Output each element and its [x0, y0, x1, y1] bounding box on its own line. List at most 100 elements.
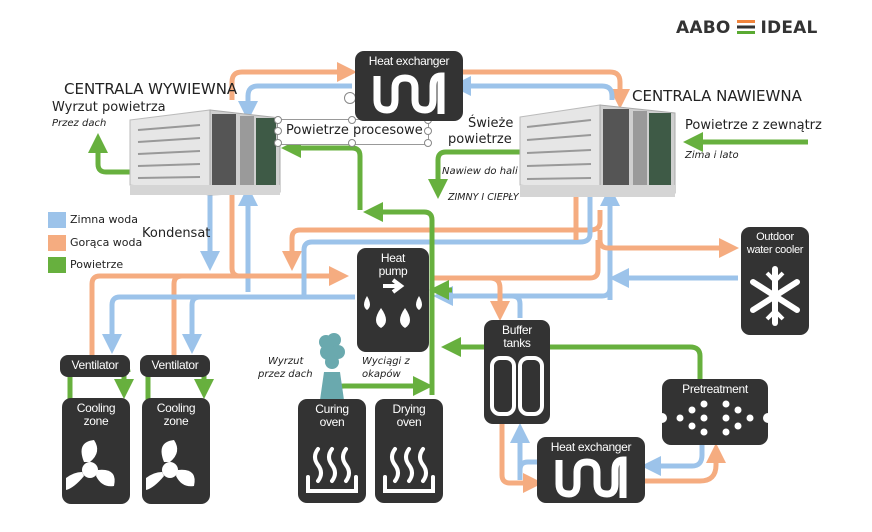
legend-air: Powietrze	[48, 257, 123, 273]
tanks-icon	[490, 356, 544, 416]
heat-exchange-icon	[373, 72, 445, 114]
heat-pump-label-2: pump	[378, 264, 408, 278]
cooler-label-1: Outdoor	[756, 231, 794, 243]
hall-supply-label: Nawiew do hali	[442, 166, 518, 177]
air-green-main	[363, 202, 435, 395]
curing-oven[interactable]: Curing oven	[298, 399, 366, 503]
heat-waves-icon	[306, 447, 358, 493]
heat-exchanger-bottom-label: Heat exchanger	[550, 440, 632, 454]
cold-pretreat-to-hx	[641, 445, 705, 476]
outdoor-air-label: Powietrze z zewnątrz	[685, 118, 822, 133]
roof-exhaust-label-2: przez dach	[258, 369, 313, 380]
buffer-tanks-label-2: tanks	[503, 336, 531, 350]
ventilator-1-label: Ventilator	[71, 358, 119, 372]
resize-handle[interactable]	[348, 116, 356, 124]
winter-summer-label: Zima i lato	[685, 150, 739, 161]
hot-to-cooler	[597, 230, 739, 258]
hot-to-vent-2	[171, 273, 183, 355]
cold-to-vent-2	[182, 294, 202, 354]
heat-exchanger-top-label: Heat exchanger	[368, 54, 450, 68]
logo-text-right: IDEAL	[760, 18, 818, 38]
fan-icon	[66, 440, 115, 490]
condensate-label: Kondensat	[142, 226, 211, 241]
curing-oven-label-2: oven	[319, 415, 345, 429]
exhaust-unit-title: CENTRALA WYWIEWNA	[64, 80, 238, 98]
through-roof-label: Przez dach	[52, 118, 107, 129]
curing-oven-label-1: Curing	[315, 402, 349, 416]
ventilator-2[interactable]: Ventilator	[140, 355, 210, 377]
pretreatment[interactable]: Pretreatment	[657, 379, 773, 445]
filter-dots-icon	[657, 400, 773, 436]
legend-swatch	[48, 257, 66, 273]
legend-swatch	[48, 212, 66, 228]
heat-waves-icon	[383, 447, 435, 493]
chimney-smoke-icon	[319, 333, 345, 400]
cooler-label-2: water cooler	[746, 244, 804, 256]
hot-to-vent-1	[89, 273, 340, 355]
cooling-zone-2-label-2: zone	[163, 414, 189, 428]
brand-logo: AABO IDEAL	[676, 18, 818, 38]
hot-hp-out	[430, 240, 601, 281]
snowflake-icon	[750, 266, 800, 326]
fresh-air-label-1: Świeże	[468, 116, 514, 131]
hood-extract-label-1: Wyciągi z	[362, 356, 410, 367]
heat-exchanger-top[interactable]: Heat exchanger	[355, 51, 463, 121]
heat-exchange-icon	[555, 456, 627, 498]
cold-to-vent-1	[102, 294, 355, 354]
cold-warm-label: ZIMNY I CIEPŁY	[448, 192, 519, 203]
outdoor-water-cooler[interactable]: Outdoor water cooler	[741, 227, 809, 335]
resize-handle[interactable]	[274, 139, 282, 147]
cold-hp-loop	[301, 195, 593, 297]
hot-hp-loop	[282, 210, 603, 271]
cold-buffer-up	[520, 432, 542, 480]
resize-handle[interactable]	[424, 139, 432, 147]
cooling-zone-2-label-1: Cooling	[156, 401, 196, 415]
fresh-air-label-2: powietrze	[448, 132, 512, 147]
logo-text-left: AABO	[676, 18, 731, 38]
heat-pump[interactable]: Heat pump	[357, 248, 429, 352]
drying-oven-label-1: Drying	[392, 402, 426, 416]
legend-label: Zimna woda	[70, 213, 138, 226]
legend-label: Gorąca woda	[70, 236, 143, 249]
heat-exchanger-bottom[interactable]: Heat exchanger	[537, 437, 645, 503]
legend-swatch	[48, 235, 66, 251]
air-process-return	[281, 138, 363, 210]
hot-pipe-top-left	[229, 62, 357, 100]
buffer-tanks[interactable]: Buffer tanks	[484, 320, 550, 424]
roof-exhaust-label-1: Wyrzut	[268, 356, 304, 367]
ventilator-2-label: Ventilator	[151, 358, 199, 372]
process-air-label: Powietrze procesowe	[286, 123, 423, 138]
supply-unit-title: CENTRALA NAWIEWNA	[632, 87, 802, 105]
cold-from-buffer	[511, 293, 523, 318]
cooling-zone-1-label-2: zone	[83, 414, 109, 428]
resize-handle[interactable]	[274, 127, 282, 135]
pretreatment-label: Pretreatment	[682, 382, 748, 396]
heat-pump-label-1: Heat	[380, 251, 406, 265]
air-exhaust	[88, 133, 135, 175]
hot-buffer-down	[499, 424, 543, 493]
hot-pipe-top-right	[452, 69, 630, 109]
ventilator-1[interactable]: Ventilator	[60, 355, 130, 377]
resize-handle[interactable]	[424, 127, 432, 135]
hood-extract-label-2: okapów	[362, 369, 401, 380]
air-exhaust-label: Wyrzut powietrza	[52, 100, 166, 115]
hot-hx-to-pretreat	[645, 443, 726, 484]
exhaust-air-handling-unit	[120, 100, 290, 200]
resize-handle[interactable]	[348, 139, 356, 147]
legend-label: Powietrze	[70, 258, 124, 271]
water-drops-icon	[364, 278, 422, 328]
cold-hp-in	[433, 280, 613, 306]
cooling-zone-2[interactable]: Cooling zone	[142, 398, 210, 504]
air-buffer-line	[441, 337, 703, 385]
cooling-zone-1[interactable]: Cooling zone	[62, 398, 130, 504]
air-supply-hall	[428, 149, 520, 199]
legend-cold-water: Zimna woda	[48, 212, 138, 228]
cold-pipe-top-right	[451, 76, 615, 100]
fan-icon	[146, 440, 195, 490]
resize-handle[interactable]	[274, 116, 282, 124]
buffer-tanks-label-1: Buffer	[502, 323, 532, 337]
drying-oven[interactable]: Drying oven	[375, 399, 443, 503]
supply-air-handling-unit	[515, 95, 680, 205]
cooling-zone-1-label-1: Cooling	[76, 401, 116, 415]
